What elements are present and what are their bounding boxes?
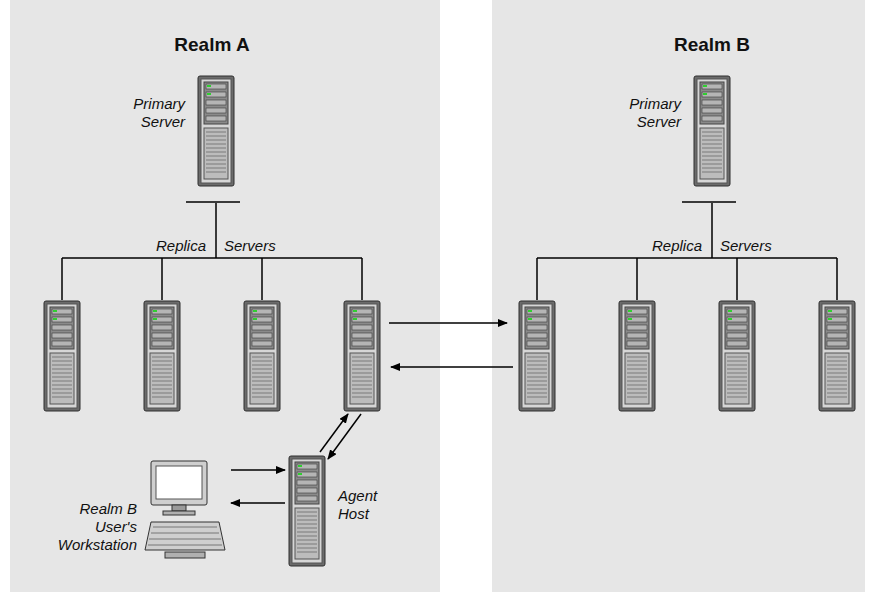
replica-server-group: ReplicaServers [515, 258, 860, 412]
agent-label: Agent Host [338, 487, 390, 523]
flow-arrow [231, 502, 285, 504]
group-label: Replica [156, 237, 206, 255]
primary-server: Primary Server [693, 75, 731, 203]
workstation-icon [145, 458, 227, 560]
realm-title: Realm A [112, 34, 312, 56]
bus-link [711, 203, 713, 258]
workstation-label: Realm B User's Workstation [47, 500, 137, 554]
group-label: Servers [720, 237, 772, 255]
realm-panel: Realm BPrimary ServerReplicaServers [492, 0, 865, 592]
replica-server-group: ReplicaServers [40, 258, 385, 412]
realm-panel: Realm APrimary ServerReplicaServersAgent… [10, 0, 440, 592]
group-label: Replica [652, 237, 702, 255]
flow-arrow [231, 469, 285, 471]
primary-server: Primary Server [197, 75, 235, 203]
flow-arrow [391, 366, 513, 368]
replica-bus-and-servers [515, 258, 860, 412]
server-icon [197, 75, 235, 203]
realm-title: Realm B [612, 34, 812, 56]
replica-bus-and-servers [40, 258, 385, 412]
agent-host-server: Agent Host [288, 455, 326, 567]
server-icon [693, 75, 731, 203]
flow-arrow [389, 322, 507, 324]
server-label: Primary Server [619, 95, 681, 131]
flow-arrow [328, 414, 361, 459]
workstation: Realm B User's Workstation [145, 458, 227, 560]
group-label: Servers [224, 237, 276, 255]
server-label: Primary Server [123, 95, 185, 131]
bus-link [215, 203, 217, 258]
server-icon [288, 455, 326, 567]
flow-arrow [320, 414, 348, 452]
